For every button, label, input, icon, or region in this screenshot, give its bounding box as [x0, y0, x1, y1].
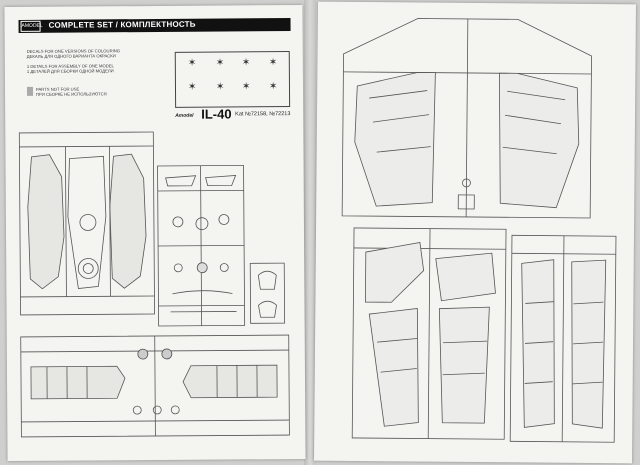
instruction-page-left: AMODEL COMPLETE SET / КОМПЛЕКТНОСТЬ DECA…	[4, 4, 306, 462]
sprue-drawings-left	[18, 131, 290, 438]
sprue-frame	[341, 18, 592, 219]
sprue-frame	[18, 131, 155, 316]
instruction-page-right	[314, 1, 636, 464]
page-fold	[304, 0, 316, 465]
canopy-sprue	[249, 262, 286, 324]
sprue-drawings-right	[341, 18, 617, 443]
